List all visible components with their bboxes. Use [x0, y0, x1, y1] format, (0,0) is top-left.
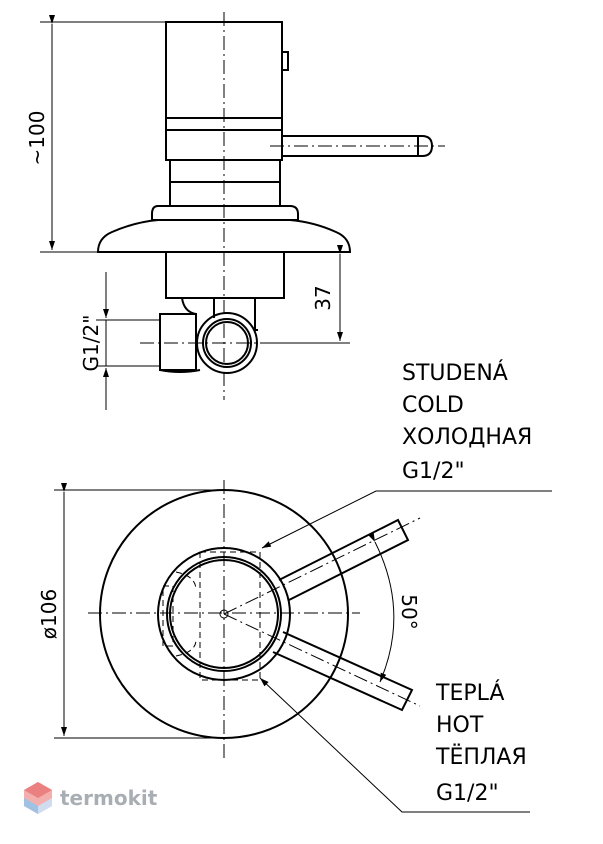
- hot-label-line-2: HOT: [436, 713, 484, 738]
- side-view: ~100 37 G1/2": [25, 12, 445, 410]
- hot-label-line-3: ТЁПЛАЯ: [435, 744, 527, 770]
- top-view: 50° ø106: [37, 480, 552, 813]
- hot-label-line-4: G1/2": [436, 781, 499, 806]
- dim-angle: 50°: [397, 594, 421, 629]
- hot-label: TEPLÁ HOT ТЁПЛАЯ G1/2": [435, 680, 527, 806]
- hot-label-line-1: TEPLÁ: [435, 680, 504, 706]
- watermark: termokit: [24, 782, 158, 814]
- dim-thread-side: G1/2": [79, 315, 103, 372]
- cold-label-line-4: G1/2": [402, 459, 465, 484]
- dim-height-top: ~100: [25, 111, 49, 166]
- cold-label-line-2: COLD: [402, 393, 464, 418]
- watermark-brand: termokit: [60, 786, 158, 810]
- hexagon-logo-icon: [24, 782, 52, 814]
- cold-label-line-3: ХОЛОДНАЯ: [402, 425, 532, 450]
- dim-height-bottom: 37: [311, 285, 335, 310]
- cold-label: STUDENÁ COLD ХОЛОДНАЯ G1/2": [402, 360, 532, 484]
- cold-label-line-1: STUDENÁ: [402, 360, 508, 386]
- dim-diameter: ø106: [37, 589, 61, 639]
